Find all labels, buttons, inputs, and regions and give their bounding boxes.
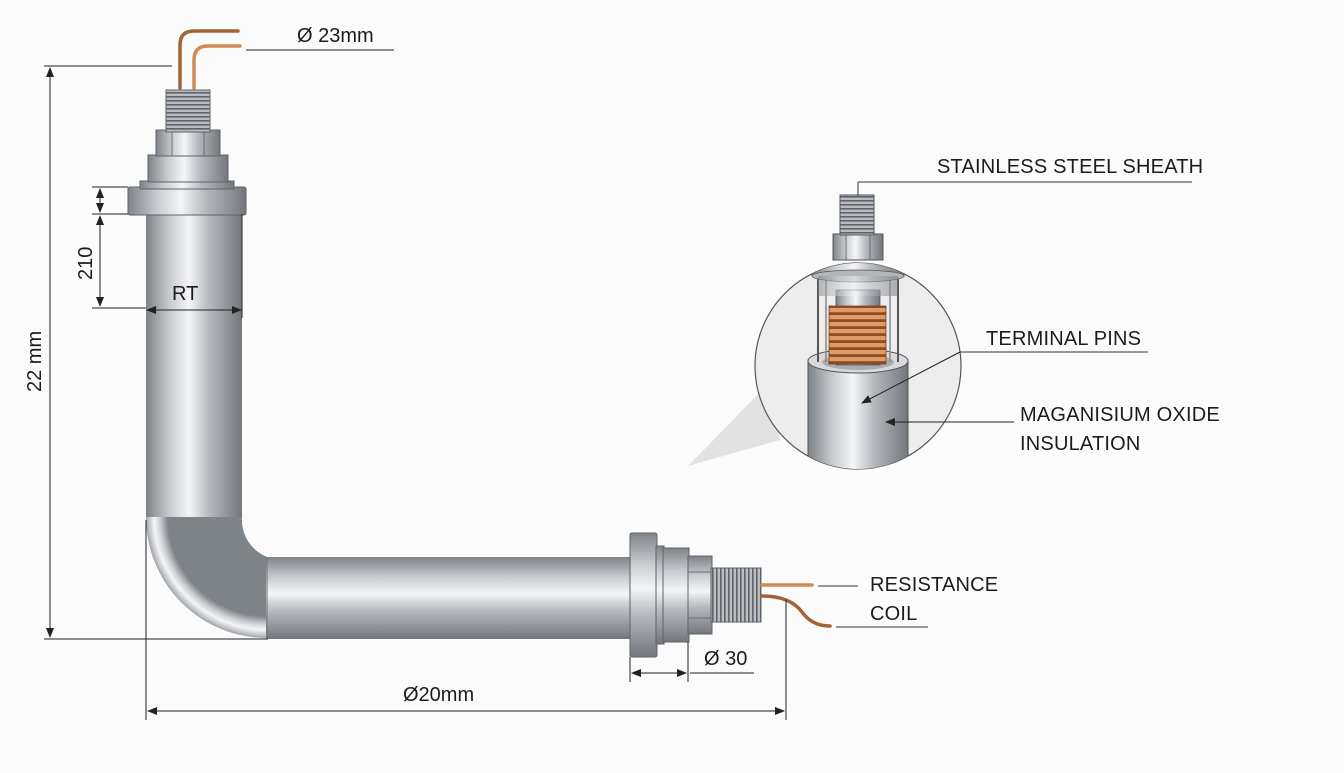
right-hex-nut — [662, 547, 690, 643]
right-flange-dia-label: Ø 30 — [704, 648, 747, 670]
flange-height-label: 210 — [75, 247, 97, 280]
detail-nut — [832, 233, 884, 261]
right-fitting — [629, 532, 762, 658]
heater-tube — [146, 214, 632, 639]
sheath-label: STAINLESS STEEL SHEATH — [937, 156, 1203, 178]
top-leads — [178, 29, 242, 90]
overall-height-label: 22 mm — [24, 331, 46, 392]
detail-coil — [828, 305, 887, 365]
resistance-coil-label-1: RESISTANCE — [870, 574, 998, 596]
sheath-bend — [146, 517, 267, 638]
vertical-sheath — [146, 214, 242, 518]
detail-projection — [688, 382, 780, 466]
top-nut — [155, 129, 221, 157]
right-thread — [710, 567, 762, 623]
tube-label: RT — [172, 283, 198, 305]
insulation-label-2: INSULATION — [1020, 433, 1141, 455]
right-flange — [629, 532, 658, 658]
detail-thread — [839, 194, 875, 236]
insulation-label-1: MAGANISIUM OXIDE — [1020, 404, 1220, 426]
resistance-coil-callout: RESISTANCE COIL — [818, 574, 998, 628]
right-leads — [760, 583, 832, 628]
horizontal-sheath — [266, 557, 632, 639]
top-fitting — [127, 89, 247, 216]
top-flange — [127, 186, 247, 216]
detail-view — [688, 194, 962, 470]
top-hex-nut — [147, 154, 229, 183]
resistance-coil-label-2: COIL — [870, 603, 917, 625]
terminal-pins-label: TERMINAL PINS — [986, 328, 1141, 350]
detail-callouts: STAINLESS STEEL SHEATH TERMINAL PINS MAG… — [857, 156, 1220, 455]
bottom-length-label: Ø20mm — [403, 684, 474, 706]
dimension-lines: Ø 23mm 22 mm 210 RT Ø20mm Ø 30 — [24, 25, 787, 720]
top-wire-dia-label: Ø 23mm — [297, 25, 374, 47]
top-thread — [165, 89, 211, 133]
right-nut — [687, 555, 713, 635]
